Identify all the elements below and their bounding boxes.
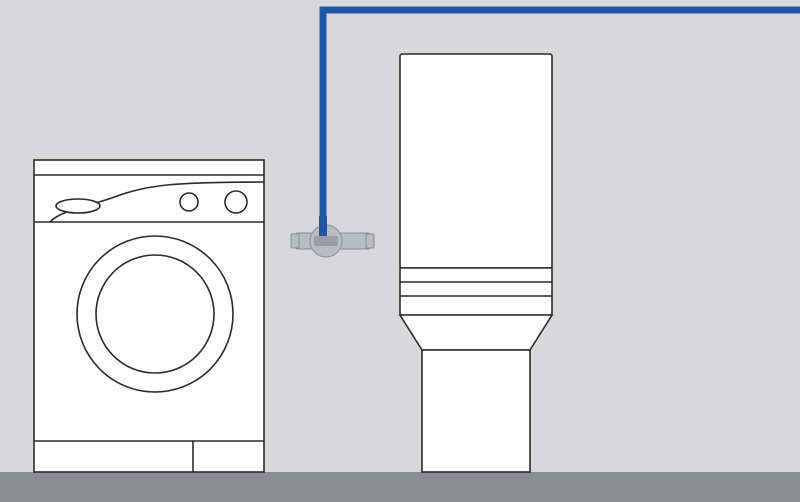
water-pipe-icon (319, 6, 800, 230)
floor (0, 472, 800, 502)
toilet-icon (398, 53, 554, 473)
valve-icon (290, 216, 375, 258)
washing-machine-icon (33, 159, 265, 473)
